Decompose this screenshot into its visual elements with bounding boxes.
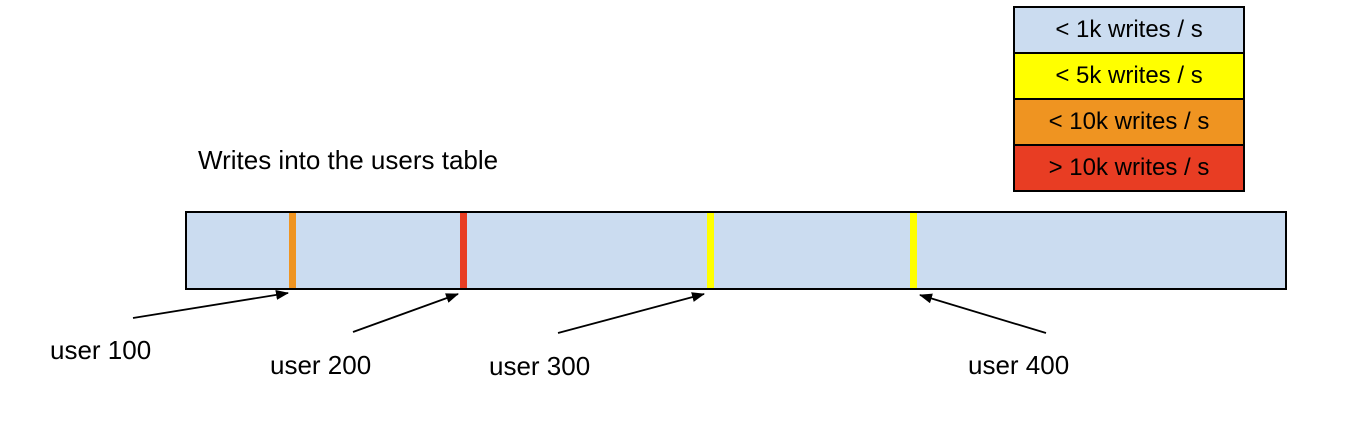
legend-item-gt-10k: > 10k writes / s [1015, 146, 1243, 190]
legend-label-gt-10k: > 10k writes / s [1048, 154, 1210, 181]
user-400-label: user 400 [968, 350, 1070, 380]
user-100-label: user 100 [50, 335, 152, 365]
legend-item-lt-5k: < 5k writes / s [1015, 54, 1243, 100]
legend-label-lt-1k: < 1k writes / s [1055, 16, 1203, 43]
user-300-label: user 300 [489, 351, 591, 381]
arrow-user-200 [352, 293, 459, 333]
legend-label-lt-5k: < 5k writes / s [1055, 62, 1203, 89]
legend-item-lt-10k: < 10k writes / s [1015, 100, 1243, 146]
arrow-user-400 [919, 293, 1047, 334]
marker-user-400 [909, 213, 917, 288]
legend-item-lt-1k: < 1k writes / s [1015, 8, 1243, 54]
marker-user-300 [706, 213, 714, 288]
arrow-user-100 [132, 289, 289, 319]
marker-user-100 [288, 213, 296, 288]
user-200-label: user 200 [270, 350, 372, 380]
arrow-user-300 [557, 292, 705, 334]
users-table-bar [185, 211, 1287, 290]
legend: < 1k writes / s < 5k writes / s < 10k wr… [1013, 6, 1245, 192]
legend-label-lt-10k: < 10k writes / s [1048, 108, 1210, 135]
marker-user-200 [459, 213, 467, 288]
diagram-title: Writes into the users table [198, 145, 499, 175]
